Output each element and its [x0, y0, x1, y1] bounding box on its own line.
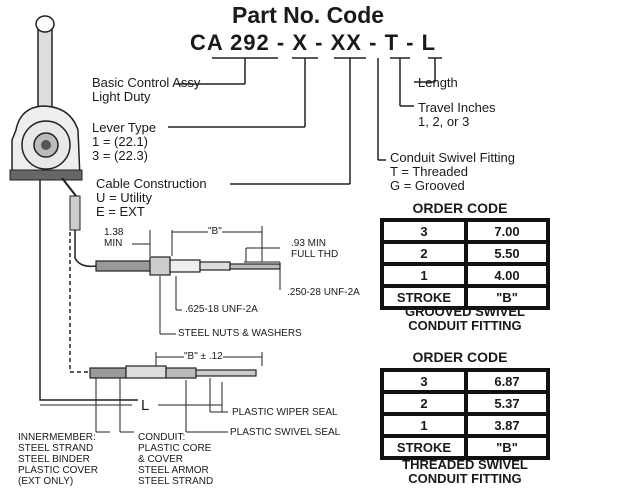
conduit-label: CONDUIT: PLASTIC CORE & COVER STEEL ARMO…	[138, 432, 214, 487]
code-sep: -	[315, 30, 324, 55]
part-code: CA 292 - X - XX - T - L	[190, 30, 436, 56]
grooved-table-title: ORDER CODE	[412, 200, 508, 216]
code-sep: -	[406, 30, 415, 55]
threaded-table-title: ORDER CODE	[412, 349, 508, 365]
innermember-label: INNERMEMBER: STEEL STRAND STEEL BINDER P…	[18, 432, 99, 487]
lever-type-label: Lever Type 1 = (22.1) 3 = (22.3)	[92, 120, 157, 163]
table-header-row: STROKE "B"	[382, 436, 548, 458]
thread-250-label: .250-28 UNF-2A	[287, 287, 360, 298]
dimension-l: L	[138, 397, 153, 414]
code-sep: -	[276, 30, 286, 55]
table-header-row: STROKE "B"	[382, 286, 548, 308]
threaded-table-footer: THREADED SWIVEL CONDUIT FITTING	[402, 457, 528, 486]
swivel-seal-label: PLASTIC SWIVEL SEAL	[230, 427, 341, 438]
code-segment-t: T	[384, 30, 400, 55]
grooved-fitting-assembly	[95, 256, 281, 276]
table-row: 2 5.37	[382, 392, 548, 414]
threaded-dimension-lines	[40, 352, 263, 433]
table-row: 1 3.87	[382, 414, 548, 436]
table-row: 2 5.50	[382, 242, 548, 264]
length-label: Length	[418, 75, 458, 90]
cable-construction-label: Cable Construction U = Utility E = EXT	[96, 176, 207, 219]
basic-control-label: Basic Control Assy Light Duty	[92, 75, 201, 104]
wiper-seal-label: PLASTIC WIPER SEAL	[232, 407, 338, 418]
conduit-swivel-label: Conduit Swivel Fitting T = Threaded G = …	[390, 150, 515, 193]
table-row: 3 7.00	[382, 220, 548, 242]
code-segment-xx: XX	[330, 30, 362, 55]
grooved-table-footer: GROOVED SWIVEL CONDUIT FITTING	[405, 304, 525, 333]
page-title: Part No. Code	[232, 2, 385, 28]
table-row: 3 6.87	[382, 370, 548, 392]
dimension-b-tolerance: "B" ± .12	[184, 351, 223, 362]
threaded-order-table: 3 6.87 2 5.37 1 3.87 STROKE "B"	[380, 368, 550, 460]
travel-label: Travel Inches 1, 2, or 3	[418, 100, 496, 129]
code-sep: -	[369, 30, 378, 55]
code-base: CA 292	[190, 30, 270, 55]
code-segment-x: X	[292, 30, 309, 55]
table-row: 1 4.00	[382, 264, 548, 286]
thread-625-label: .625-18 UNF-2A	[185, 304, 258, 315]
control-assembly	[9, 15, 83, 231]
code-segment-l: L	[421, 30, 437, 55]
steel-nuts-label: STEEL NUTS & WASHERS	[178, 328, 302, 339]
code-leader-lines	[168, 57, 442, 185]
dimension-138-min: 1.38 MIN	[104, 227, 124, 249]
grooved-dimension-lines	[132, 226, 281, 335]
grooved-order-table: 3 7.00 2 5.50 1 4.00 STROKE "B"	[380, 218, 550, 310]
dimension-b: "B"	[208, 226, 222, 237]
dimension-93-min: .93 MIN FULL THD	[291, 238, 339, 260]
threaded-fitting-assembly	[89, 365, 257, 379]
